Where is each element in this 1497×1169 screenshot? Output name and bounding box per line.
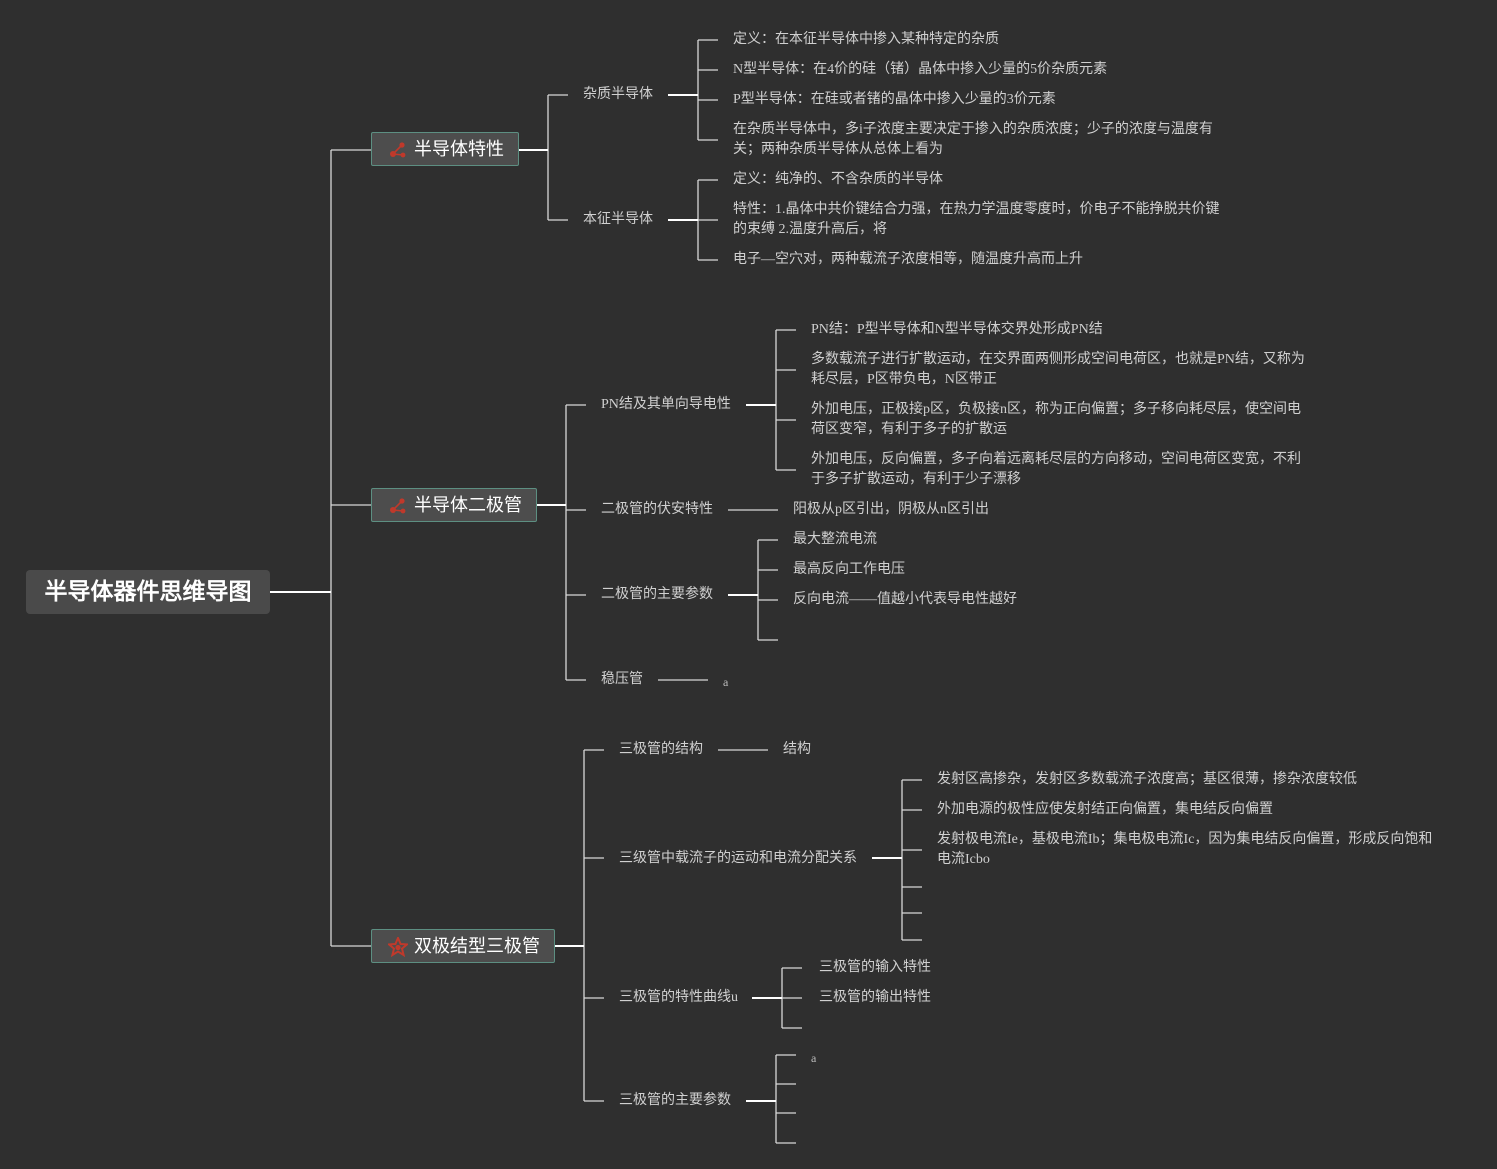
leaf-item[interactable]: 定义：在本征半导体中掺入某种特定的杂质 bbox=[733, 32, 999, 47]
impurity-connector bbox=[668, 39, 718, 141]
topic-pn-junction[interactable]: PN结及其单向导电性 bbox=[601, 397, 731, 412]
leaf-item[interactable]: PN结：P型半导体和N型半导体交界处形成PN结 bbox=[811, 322, 1103, 337]
leaf-item[interactable]: a bbox=[811, 1051, 817, 1065]
branch-label: 半导体二极管 bbox=[414, 495, 522, 516]
star-badge-icon bbox=[388, 937, 408, 957]
topic-bjt-structure[interactable]: 三极管的结构 bbox=[619, 742, 703, 757]
carriers-connector bbox=[872, 779, 922, 941]
topic-bjt-params[interactable]: 三极管的主要参数 bbox=[619, 1093, 731, 1108]
network-icon bbox=[390, 142, 406, 158]
network-icon bbox=[390, 498, 406, 514]
leaf-item[interactable]: a bbox=[723, 675, 729, 689]
leaf-item[interactable]: 特性：1.晶体中共价键结合力强，在热力学温度零度时，价电子不能挣脱共价键的束缚 … bbox=[733, 202, 1220, 237]
leaf-item[interactable]: 外加电压，正极接p区，负极接n区，称为正向偏置；多子移向耗尽层，使空间电荷区变窄… bbox=[811, 402, 1301, 437]
leaf-item[interactable]: 外加电源的极性应使发射结正向偏置，集电结反向偏置 bbox=[937, 802, 1273, 817]
topic-diode-params[interactable]: 二极管的主要参数 bbox=[601, 587, 713, 602]
topic-intrinsic-semiconductor[interactable]: 本征半导体 bbox=[583, 212, 653, 227]
leaf-item[interactable]: 发射区高掺杂，发射区多数载流子浓度高；基区很薄，掺杂浓度较低 bbox=[937, 772, 1357, 787]
branch-semiconductor-diode[interactable]: 半导体二极管 bbox=[371, 488, 537, 522]
leaf-item[interactable]: N型半导体：在4价的硅（锗）晶体中掺入少量的5价杂质元素 bbox=[733, 62, 1108, 77]
topic-bjt-carriers[interactable]: 三级管中载流子的运动和电流分配关系 bbox=[619, 851, 857, 866]
topic-diode-iv[interactable]: 二极管的伏安特性 bbox=[601, 502, 713, 517]
root-connector bbox=[270, 149, 371, 947]
root-topic[interactable]: 半导体器件思维导图 bbox=[26, 570, 270, 614]
params-connector bbox=[728, 539, 778, 641]
topic-zener[interactable]: 稳压管 bbox=[601, 672, 643, 687]
leaf-item[interactable]: 外加电压，反向偏置，多子向着远离耗尽层的方向移动，空间电荷区变宽，不利于多子扩散… bbox=[811, 452, 1301, 487]
leaf-item[interactable]: 在杂质半导体中，多i子浓度主要决定于掺入的杂质浓度；少子的浓度与温度有关；两种杂… bbox=[733, 122, 1213, 157]
leaf-item[interactable]: 三极管的输出特性 bbox=[819, 990, 931, 1005]
branch-semiconductor-properties[interactable]: 半导体特性 bbox=[371, 132, 519, 166]
bparams-connector bbox=[746, 1054, 796, 1144]
branch-label: 双极结型三极管 bbox=[414, 936, 540, 957]
leaf-item[interactable]: 三极管的输入特性 bbox=[819, 960, 931, 975]
leaf-item[interactable]: 定义：纯净的、不含杂质的半导体 bbox=[733, 172, 943, 187]
leaf-item[interactable]: 最高反向工作电压 bbox=[793, 562, 905, 577]
leaf-item[interactable]: 最大整流电流 bbox=[793, 532, 877, 547]
topic-bjt-curves[interactable]: 三极管的特性曲线u bbox=[619, 990, 738, 1005]
leaf-item[interactable]: 多数载流子进行扩散运动，在交界面两侧形成空间电荷区，也就是PN结，又称为耗尽层，… bbox=[811, 352, 1305, 387]
branch-bjt-connector bbox=[554, 749, 604, 1102]
leaf-item[interactable]: 发射极电流Ie，基极电流Ib；集电极电流Ic，因为集电结反向偏置，形成反向饱和电… bbox=[937, 832, 1433, 867]
branch-semiconductor-connector bbox=[517, 94, 568, 221]
leaf-item[interactable]: 电子—空穴对，两种载流子浓度相等，随温度升高而上升 bbox=[733, 252, 1083, 267]
leaf-item[interactable]: P型半导体：在硅或者锗的晶体中掺入少量的3价元素 bbox=[733, 92, 1056, 107]
pn-connector bbox=[746, 329, 796, 471]
leaf-item[interactable]: 阳极从p区引出，阴极从n区引出 bbox=[793, 502, 989, 517]
topic-impurity-semiconductor[interactable]: 杂质半导体 bbox=[583, 87, 653, 102]
leaf-item[interactable]: 结构 bbox=[783, 742, 811, 757]
branch-bjt[interactable]: 双极结型三极管 bbox=[371, 929, 555, 963]
branch-label: 半导体特性 bbox=[414, 139, 504, 160]
leaf-item[interactable]: 反向电流——值越小代表导电性越好 bbox=[793, 592, 1017, 607]
branch-diode-connector bbox=[536, 404, 586, 681]
